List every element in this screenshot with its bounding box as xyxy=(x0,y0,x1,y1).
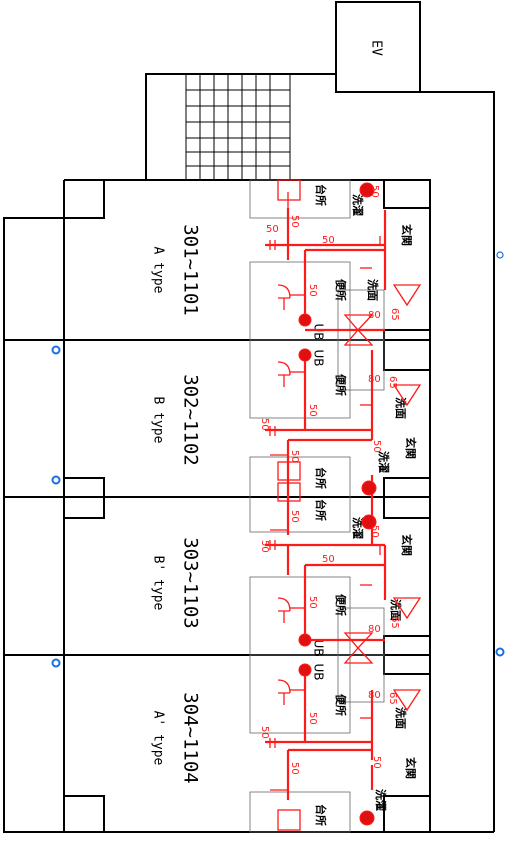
pipe-size: 65 xyxy=(387,692,398,705)
laundry-label: 洗濯 xyxy=(374,789,388,811)
unit-bath-label: UB xyxy=(312,323,326,340)
pipe-size: 50 xyxy=(369,525,380,538)
pipe-size: 50 xyxy=(259,418,270,431)
unit-type: B' type xyxy=(151,556,166,611)
grid-marker-icon xyxy=(496,251,504,259)
grid-marker-icon xyxy=(495,647,505,657)
unit-number: 301~1101 xyxy=(180,224,202,316)
unit-label-302: 302~1102 B type xyxy=(151,374,202,466)
pipe-size: 50 xyxy=(307,712,318,725)
kitchen-label: 台所 xyxy=(314,499,328,521)
building-outline xyxy=(3,91,495,833)
unit-label-301: 301~1101 A type xyxy=(151,224,202,316)
kitchen-label: 台所 xyxy=(314,467,328,489)
elevator-shaft: EV xyxy=(335,1,421,93)
grid-marker-icon xyxy=(51,475,61,485)
grid-marker-icon xyxy=(51,658,61,668)
room-labels: 台所 洗濯 玄関 便所 洗面 UB UB 便所 洗面 玄関 洗濯 台所 台所 洗… xyxy=(312,184,419,826)
pipe-size: 50 xyxy=(289,762,300,775)
laundry-label: 洗濯 xyxy=(377,451,391,473)
entrance-label: 玄関 xyxy=(400,534,414,556)
laundry-label: 洗濯 xyxy=(351,517,365,539)
toilet-label: 便所 xyxy=(334,374,348,396)
kitchen-fixtures xyxy=(277,179,301,831)
laundry-label: 洗濯 xyxy=(351,194,365,216)
kitchen-label: 台所 xyxy=(314,184,328,206)
washbasin-label: 洗面 xyxy=(394,397,408,419)
washbasin-label: 洗面 xyxy=(366,279,380,301)
washbasin-fixtures xyxy=(392,284,422,712)
heater-fixtures xyxy=(343,314,374,664)
grid-marker-icon xyxy=(51,345,61,355)
pipe-size: 50 xyxy=(307,284,318,297)
interior-partitions xyxy=(249,179,385,833)
elevator-label: EV xyxy=(369,40,384,56)
unit-label-303: 303~1103 B' type xyxy=(151,537,202,629)
unit-number: 302~1102 xyxy=(180,374,202,466)
pipe-size: 80 xyxy=(368,374,381,385)
unit-type: B type xyxy=(151,397,166,444)
unit-bath-label: UB xyxy=(312,663,326,680)
unit-type: A type xyxy=(151,247,166,294)
unit-number: 304~1104 xyxy=(180,692,202,784)
valves xyxy=(269,236,386,748)
pipe-size: 50 xyxy=(266,224,279,235)
grid-markers xyxy=(51,251,505,668)
toilet-label: 便所 xyxy=(334,279,348,301)
pipe-size: 80 xyxy=(368,690,381,701)
pipe-size: 50 xyxy=(289,450,300,463)
pipe-size: 65 xyxy=(389,616,400,629)
pipe-size: 65 xyxy=(389,308,400,321)
pipe-size: 50 xyxy=(289,510,300,523)
entrance-label: 玄関 xyxy=(404,757,418,779)
unit-bath-label: UB xyxy=(312,349,326,366)
pipe-size: 50 xyxy=(322,554,335,565)
unit-number: 303~1103 xyxy=(180,537,202,629)
pipe-size: 50 xyxy=(322,235,335,246)
pipe-size: 65 xyxy=(387,376,398,389)
pipe-size: 50 xyxy=(371,440,382,453)
pipe-size-labels: 50 50 50 50 50 65 80 80 65 50 50 50 50 5… xyxy=(259,185,400,775)
unit-label-304: 304~1104 A' type xyxy=(151,692,202,784)
entrance-label: 玄関 xyxy=(404,437,418,459)
pipe-size: 50 xyxy=(307,404,318,417)
washbasin-label: 洗面 xyxy=(389,599,403,621)
pipe-size: 80 xyxy=(368,310,381,321)
unit-bath-label: UB xyxy=(312,639,326,656)
stairwell xyxy=(145,73,336,181)
pipe-size: 50 xyxy=(259,540,270,553)
drain-markers xyxy=(298,182,377,826)
pipe-size: 50 xyxy=(369,185,380,198)
pipe-size: 50 xyxy=(307,596,318,609)
toilet-label: 便所 xyxy=(334,594,348,616)
toilet-label: 便所 xyxy=(334,694,348,716)
toilet-fixtures xyxy=(277,284,291,705)
pipe-size: 50 xyxy=(289,215,300,228)
pipe-size: 50 xyxy=(259,726,270,739)
unit-type: A' type xyxy=(151,711,166,766)
entrance-label: 玄関 xyxy=(400,224,414,246)
pipe-size: 80 xyxy=(368,624,381,635)
washbasin-label: 洗面 xyxy=(394,707,408,729)
kitchen-label: 台所 xyxy=(314,804,328,826)
pipe-size: 50 xyxy=(371,756,382,769)
